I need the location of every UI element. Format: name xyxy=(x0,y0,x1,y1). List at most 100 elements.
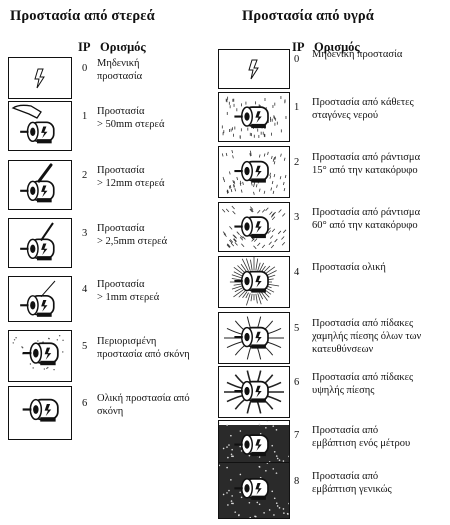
liquids-definition-line2: εμβάπτιση ενός μέτρου xyxy=(312,438,411,449)
hand-touching-motor-icon xyxy=(11,104,55,144)
solids-pictogram-ip2 xyxy=(8,160,72,210)
solids-pictogram-ip0 xyxy=(8,57,72,99)
liquids-pictogram-ip8 xyxy=(218,462,290,519)
solids-definition-line2: > 1mm στερεά xyxy=(97,292,160,303)
splash-all-directions-icon xyxy=(229,257,280,306)
solids-ip-code: 3 xyxy=(82,228,88,239)
solids-definition: Προστασία > 2,5mm στερεά xyxy=(97,222,247,248)
liquids-definition: Προστασία από ράντισμα 15° από την κατακό… xyxy=(312,151,450,177)
liquids-definition: Προστασία από πίδακες χαμηλής πίεσης όλων… xyxy=(312,317,450,356)
liquids-definition-line1: Προστασία ολική xyxy=(312,262,386,273)
solids-definition-line2: > 12mm στερεά xyxy=(97,178,165,189)
liquids-definition-line2: εμβάπτιση γενικώς xyxy=(312,483,392,495)
solids-definition: Ολική προστασία από σκόνη xyxy=(97,392,247,418)
liquids-definition-line1: Προστασία από κάθετες xyxy=(312,97,414,108)
solids-ip-code: 0 xyxy=(82,63,88,74)
solids-ip-code: 6 xyxy=(82,398,88,409)
liquids-ip-code: 2 xyxy=(294,157,300,168)
solids-definition: Μηδενική προστασία xyxy=(97,57,247,83)
liquids-definition-line2: χαμηλής πίεσης όλων των xyxy=(312,331,422,342)
liquids-ip-code: 1 xyxy=(294,102,300,113)
solids-ip-header: IP xyxy=(78,40,91,54)
liquids-definition-line2: 60° από την κατακόρυφο xyxy=(312,220,418,231)
submersion-icon xyxy=(219,463,289,518)
liquids-ip-code: 8 xyxy=(294,475,300,487)
solids-definition-line2: > 50mm στερεά xyxy=(97,119,165,130)
liquids-definition-header: Ορισμός xyxy=(314,40,360,54)
liquids-ip-code: 0 xyxy=(294,54,300,65)
liquids-pictogram-ip1 xyxy=(218,92,290,142)
liquids-definition-line1: Μηδενική προστασία xyxy=(312,49,403,60)
liquids-pictogram-ip4 xyxy=(218,256,290,308)
solids-definition-line1: Προστασία xyxy=(97,279,145,290)
liquids-ip-code: 3 xyxy=(294,212,300,223)
solids-ip-code: 5 xyxy=(82,341,88,352)
motor-sealed-from-dust-icon xyxy=(22,398,59,422)
liquids-definition-line2: υψηλής πίεσης xyxy=(312,385,375,396)
liquids-ip-code: 4 xyxy=(294,267,300,278)
solids-pictogram-ip3 xyxy=(8,218,72,268)
solids-ip-code: 2 xyxy=(82,170,88,181)
liquids-definition-line1: Προστασία από xyxy=(312,425,379,436)
liquids-definition: Μηδενική προστασία xyxy=(312,48,450,61)
high-pressure-jets-icon xyxy=(224,370,284,414)
vertical-drops-icon xyxy=(221,96,287,139)
liquids-definition: Προστασία ολική xyxy=(312,261,450,274)
motor-in-dust-icon xyxy=(12,335,64,371)
solids-definition-line2: σκόνη xyxy=(97,406,124,417)
solids-definition-line2: προστασία από σκόνη xyxy=(97,349,190,360)
liquids-definition-line3: κατευθύνσεων xyxy=(312,344,374,355)
liquids-definition: Προστασία από κάθετες σταγόνες νερού xyxy=(312,96,450,122)
solids-definition-line1: Προστασία xyxy=(97,165,145,176)
solids-definition: Προστασία > 1mm στερεά xyxy=(97,278,247,304)
solids-definition-line2: προστασία xyxy=(97,71,143,82)
liquids-ip-code: 7 xyxy=(294,430,300,441)
symbol-only-icon xyxy=(34,68,45,89)
wire-touching-motor-icon xyxy=(20,280,56,317)
solids-definition-line2: > 2,5mm στερεά xyxy=(97,236,168,247)
immersion-1m-icon xyxy=(219,421,289,469)
liquids-definition: Προστασία από ράντισμα 60° από την κατακό… xyxy=(312,206,450,232)
liquids-pictogram-ip3 xyxy=(218,202,290,252)
solids-ip-code: 1 xyxy=(82,111,88,122)
solids-pictogram-ip5 xyxy=(8,330,72,382)
solids-ip-code: 4 xyxy=(82,284,88,295)
liquids-ip-header: IP xyxy=(292,40,305,54)
tool-touching-motor-icon xyxy=(20,222,55,261)
liquids-ip-code: 5 xyxy=(294,323,300,334)
liquids-definition-line1: Προστασία από πίδακες xyxy=(312,372,414,383)
solids-pictogram-ip1 xyxy=(8,101,72,151)
liquids-ip-code: 6 xyxy=(294,377,300,388)
solids-definition: Προστασία > 50mm στερεά xyxy=(97,105,247,131)
spray-15-icon xyxy=(221,149,287,195)
low-pressure-jets-icon xyxy=(224,316,284,360)
solids-definition-line1: Περιορισμένη xyxy=(97,336,157,347)
liquids-definition: Προστασία από εμβάπτιση ενός μέτρου xyxy=(312,424,450,450)
spray-60-icon xyxy=(222,205,287,250)
symbol-only-icon xyxy=(248,59,259,80)
finger-touching-motor-icon xyxy=(20,163,55,203)
liquids-definition-line2: 15° από την κατακόρυφο xyxy=(312,165,418,176)
solids-definition: Προστασία > 12mm στερεά xyxy=(97,164,247,190)
liquids-definition: Προστασία από πίδακες υψηλής πίεσης xyxy=(312,371,450,397)
liquids-pictogram-ip0 xyxy=(218,49,290,89)
solids-definition-line1: Μηδενική xyxy=(97,58,140,69)
solids-definition-line1: Προστασία xyxy=(97,223,145,234)
liquids-definition-line1: Προστασία από πίδακες xyxy=(312,318,414,329)
solids-definition-header: Ορισμός xyxy=(100,40,146,54)
liquids-definition-line1: Προστασία από ράντισμα xyxy=(312,207,421,218)
solids-definition: Περιορισμένη προστασία από σκόνη xyxy=(97,335,247,361)
liquids-pictogram-ip5 xyxy=(218,312,290,364)
liquids-definition-line1: Προστασία από xyxy=(312,470,379,482)
liquids-column-title: Προστασία από υγρά xyxy=(242,8,374,24)
solids-pictogram-ip4 xyxy=(8,276,72,322)
liquids-pictogram-ip2 xyxy=(218,146,290,198)
liquids-pictogram-ip6 xyxy=(218,366,290,418)
liquids-definition-line1: Προστασία από ράντισμα xyxy=(312,152,421,163)
solids-definition-line1: Προστασία xyxy=(97,106,145,117)
solids-pictogram-ip6 xyxy=(8,386,72,440)
liquids-definition-line2: σταγόνες νερού xyxy=(312,110,379,121)
solids-column-title: Προστασία από στερεά xyxy=(10,8,155,24)
solids-definition-line1: Ολική προστασία από xyxy=(97,393,190,404)
